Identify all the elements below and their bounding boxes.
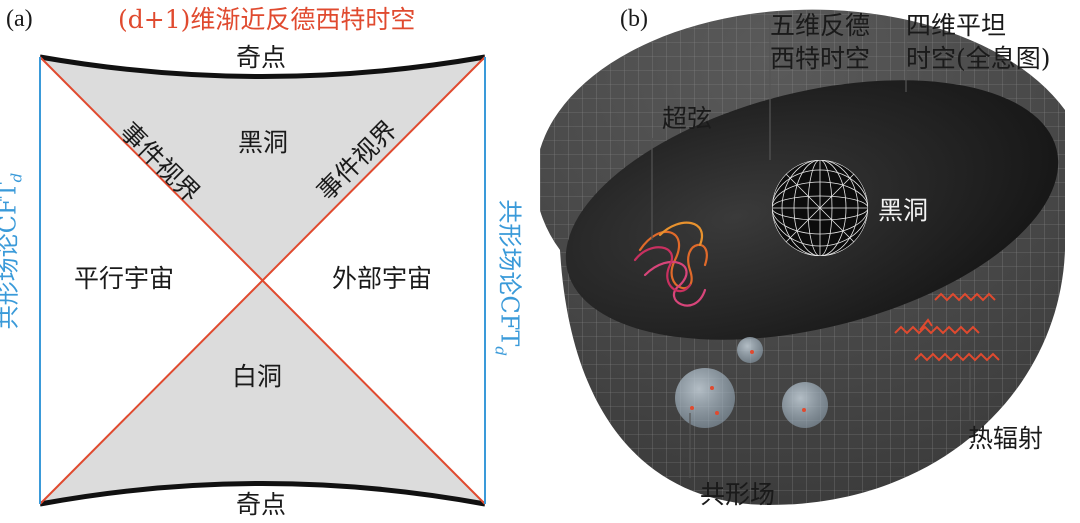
flat4-line-1: 四维平坦 <box>906 11 1007 40</box>
ads5-line-2: 西特时空 <box>770 43 871 73</box>
black-hole-sphere <box>772 160 868 256</box>
ads5-label: 五维反德 西特时空 <box>770 10 870 75</box>
black-hole-b-label: 黑洞 <box>878 196 929 225</box>
penrose-diagram <box>39 54 486 507</box>
panel-a-label: (a) <box>6 6 33 32</box>
singularity-top-label: 奇点 <box>236 43 287 72</box>
cft-right-text: 共形场论CFT <box>495 199 524 347</box>
flat4-line-2: 时空(全息图) <box>906 43 1051 73</box>
white-hole-label: 白洞 <box>232 362 283 391</box>
white-hole-region <box>40 280 485 504</box>
thermal-radiation-label: 热辐射 <box>968 424 1044 453</box>
superstring-curves <box>633 221 708 307</box>
singularity-bottom-label: 奇点 <box>236 490 287 519</box>
thermal-radiation-waves <box>894 292 1000 362</box>
flat4-label: 四维平坦 时空(全息图) <box>906 10 1051 75</box>
horizon-line-2 <box>39 56 486 505</box>
parallel-universe-label: 平行宇宙 <box>74 264 175 293</box>
cft-right-label: 共形场论CFTd <box>492 199 524 356</box>
superstring-label: 超弦 <box>662 104 713 133</box>
panel-b-label: (b) <box>620 6 648 32</box>
singularity-top-curve <box>39 54 486 79</box>
external-universe-label: 外部宇宙 <box>332 264 433 293</box>
conformal-field-label: 共形场 <box>700 480 776 509</box>
leader-lines <box>651 20 971 478</box>
cft-right-subscript: d <box>491 346 510 357</box>
cft-left-label: 共形场论CFTd <box>0 173 25 330</box>
black-hole-region <box>40 57 485 280</box>
cft-left-subscript: d <box>7 172 26 183</box>
panel-a-title: (d+1)维渐近反德西特时空 <box>118 5 416 34</box>
cft-left-text: 共形场论CFT <box>0 182 22 330</box>
singularity-bottom-curve <box>39 481 486 507</box>
ads5-line-1: 五维反德 <box>770 11 871 40</box>
black-hole-label: 黑洞 <box>238 128 289 157</box>
hemisphere-illustration <box>540 9 1065 505</box>
